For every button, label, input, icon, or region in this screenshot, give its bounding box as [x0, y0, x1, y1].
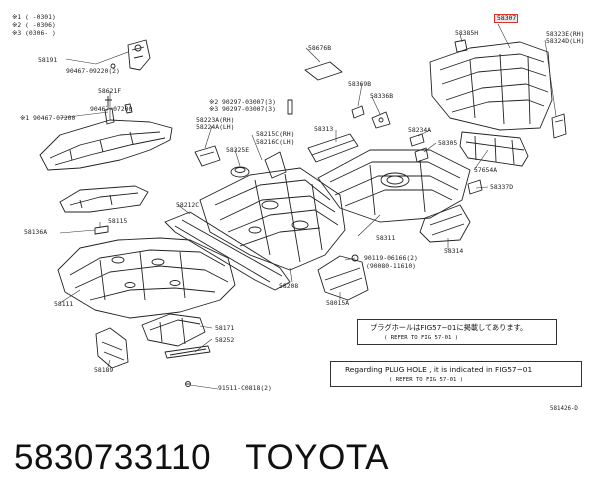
part-label[interactable]: 90119-06166(2): [364, 254, 418, 262]
part-58234A-drawing: [409, 133, 425, 147]
part-label[interactable]: ※3 90297-03007(3): [209, 105, 276, 113]
parts-diagram: [39, 23, 567, 390]
part-label[interactable]: 58015A: [326, 299, 350, 307]
part-58323E-drawing: [551, 113, 567, 139]
part-label[interactable]: 58111: [54, 300, 74, 308]
highlighted-part-box[interactable]: 58307: [494, 14, 518, 23]
part-58115-drawing: [59, 185, 149, 213]
part-58621F-drawing: [39, 96, 173, 171]
part-58111-drawing: [57, 225, 236, 319]
part-58311-drawing: [317, 149, 471, 223]
part-label[interactable]: 58212C: [176, 201, 200, 209]
part-label[interactable]: 91511-C0818(2): [218, 384, 272, 392]
part-58212C-drawing: [164, 211, 291, 291]
note-english-ref: ( REFER TO FIG 57-01 ): [389, 377, 464, 383]
note-box-english: Regarding PLUG HOLE , it is indicated in…: [330, 361, 582, 387]
part-58325E-drawing: [230, 166, 250, 178]
part-label[interactable]: 58313: [314, 125, 334, 133]
part-label[interactable]: 58252: [215, 336, 235, 344]
part-label[interactable]: (90080-11610): [366, 262, 417, 270]
part-58208-drawing: [199, 167, 346, 271]
part-label[interactable]: 58208: [279, 282, 299, 290]
part-58223A-drawing: [194, 145, 221, 167]
highlighted-part-label: 58307: [497, 14, 517, 22]
part-label[interactable]: 58311: [376, 234, 396, 242]
part-label[interactable]: 58336B: [370, 92, 394, 100]
part-58676B-drawing: [304, 61, 343, 81]
note-english-text: Regarding PLUG HOLE , it is indicated in…: [345, 365, 533, 374]
part-label[interactable]: 58325E: [226, 146, 250, 154]
part-label[interactable]: 58171: [215, 324, 235, 332]
part-label[interactable]: 58189: [94, 366, 114, 374]
legend-item-2: ※2 ( -0306): [12, 21, 56, 29]
part-label[interactable]: 58314: [444, 247, 464, 255]
part-label[interactable]: 58369B: [348, 80, 372, 88]
part-label[interactable]: 58234A: [408, 126, 432, 134]
part-label[interactable]: 58676B: [308, 44, 332, 52]
part-number: 5830733110: [14, 438, 212, 477]
part-58307-drawing: [429, 39, 553, 131]
note-box-japanese: プラグホールはFIG57−01に掲載してあります。 ( REFER TO FIG…: [357, 319, 557, 345]
part-label[interactable]: 58191: [38, 56, 58, 64]
part-58252-drawing: [164, 345, 211, 359]
part-label[interactable]: 58323E(RH): [546, 30, 585, 38]
part-label[interactable]: 57654A: [474, 166, 498, 174]
part-58314-drawing: [419, 204, 471, 243]
part-label[interactable]: 58224A(LH): [196, 123, 235, 131]
part-label[interactable]: 58305: [438, 139, 458, 147]
part-58015A-drawing: [317, 254, 369, 301]
part-label[interactable]: ※2 90297-03007(3): [209, 98, 276, 106]
part-58313-drawing: [307, 133, 359, 163]
part-58305-drawing: [414, 147, 429, 163]
part-label[interactable]: 58385H: [455, 29, 479, 37]
page-title: 5830733110 TOYOTA: [14, 438, 389, 478]
part-label[interactable]: 58115: [108, 217, 128, 225]
part-label[interactable]: ※1 90467-07200: [20, 114, 76, 122]
part-58191-drawing: [127, 39, 151, 71]
legend-item-3: ※3 (0306- ): [12, 29, 56, 37]
part-label[interactable]: 58216C(LH): [256, 138, 295, 146]
part-58215C-drawing: [264, 99, 293, 179]
note-japanese-text: プラグホールはFIG57−01に掲載してあります。: [370, 323, 528, 332]
part-58189-drawing: [95, 327, 129, 369]
brand-name: TOYOTA: [245, 438, 389, 477]
part-label[interactable]: 90467-07200: [90, 105, 133, 113]
part-label[interactable]: 58621F: [98, 87, 122, 95]
part-label[interactable]: 58223A(RH): [196, 116, 235, 124]
part-58171-drawing: [141, 313, 206, 347]
part-58337D-drawing: [467, 179, 483, 195]
part-58336B-drawing: [371, 111, 391, 129]
part-57654A-drawing: [459, 131, 529, 167]
part-label[interactable]: 58324D(LH): [546, 37, 585, 45]
part-label[interactable]: 58215C(RH): [256, 130, 295, 138]
legend-item-1: ※1 ( -0301): [12, 13, 56, 21]
figure-code: 581426-D: [550, 406, 578, 412]
part-label[interactable]: 90467-09220(2): [66, 67, 120, 75]
part-label[interactable]: 58136A: [24, 228, 48, 236]
part-label[interactable]: 58337D: [490, 183, 514, 191]
part-58369B-drawing: [351, 105, 365, 119]
note-japanese-ref: ( REFER TO FIG 57-01 ): [384, 335, 459, 341]
